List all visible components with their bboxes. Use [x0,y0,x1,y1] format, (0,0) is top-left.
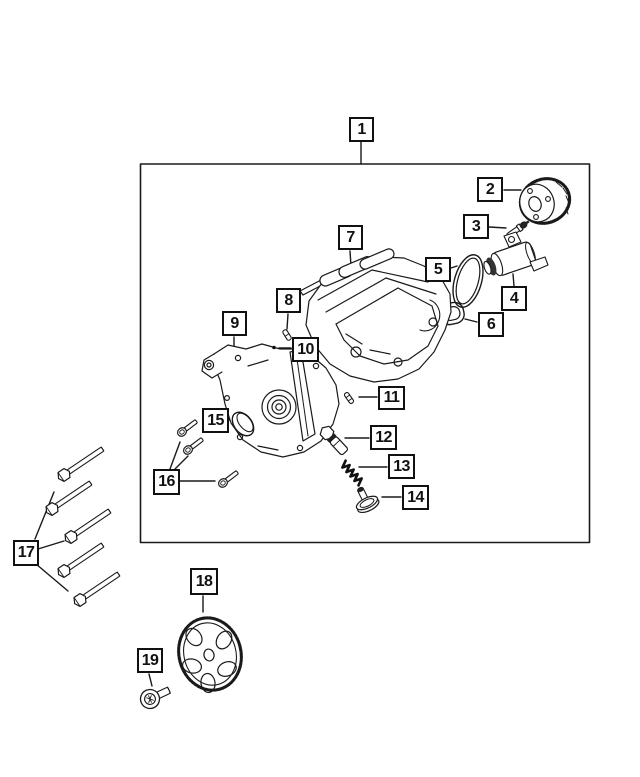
callout-18[interactable]: 18 [190,568,218,595]
callout-13-label: 13 [393,457,410,475]
callout-11-label: 11 [383,389,400,406]
relief-valve-plunger [319,425,349,456]
solenoid [483,231,549,277]
callout-2-label: 2 [485,180,495,198]
chain-sprocket [177,616,243,694]
oval-gasket [452,254,484,308]
callout-12[interactable]: 12 [370,425,397,450]
relief-valve-plug [355,486,380,514]
callout-16[interactable]: 16 [153,469,180,495]
callout-16-label: 16 [158,473,175,490]
long-mounting-bolts [45,446,121,608]
callout-10[interactable]: 10 [292,337,319,362]
callout-15-label: 15 [207,411,224,429]
callout-4[interactable]: 4 [501,286,527,311]
callout-3[interactable]: 3 [463,214,489,239]
callout-15[interactable]: 15 [202,408,229,433]
callout-8[interactable]: 8 [276,288,301,313]
callout-13[interactable]: 13 [388,454,415,479]
callout-9-label: 9 [230,314,239,332]
leader-lines [34,141,522,687]
callout-18-label: 18 [195,572,213,590]
callout-2[interactable]: 2 [477,177,503,202]
callout-7-label: 7 [346,228,355,246]
relief-valve-spring [341,459,363,487]
check-ball [272,345,276,350]
callout-9[interactable]: 9 [222,311,247,336]
callout-7[interactable]: 7 [338,225,363,250]
callout-10-label: 10 [297,340,314,358]
callout-17[interactable]: 17 [13,540,39,566]
callout-8-label: 8 [284,291,293,309]
callout-19[interactable]: 19 [137,648,163,673]
callout-4-label: 4 [509,289,519,307]
drive-gear [518,177,572,225]
callout-6-label: 6 [486,315,496,333]
mounting-screws [177,419,239,488]
callout-11[interactable]: 11 [378,386,405,410]
callout-17-label: 17 [17,544,35,561]
roll-pin [343,392,355,404]
callout-5[interactable]: 5 [425,257,451,282]
sprocket-bolt [139,686,171,710]
dowel-pin [282,329,292,341]
callout-1[interactable]: 1 [349,117,374,142]
callout-1-label: 1 [357,120,366,138]
callout-14-label: 14 [407,488,424,506]
callout-14[interactable]: 14 [402,485,429,510]
callout-19-label: 19 [141,651,159,669]
callout-12-label: 12 [375,428,392,446]
seal-cap [231,411,255,437]
callout-5-label: 5 [433,260,443,278]
assembly-boundary-box [139,163,591,544]
callout-3-label: 3 [471,217,481,235]
callout-6[interactable]: 6 [478,312,504,337]
pump-housing [299,248,452,383]
